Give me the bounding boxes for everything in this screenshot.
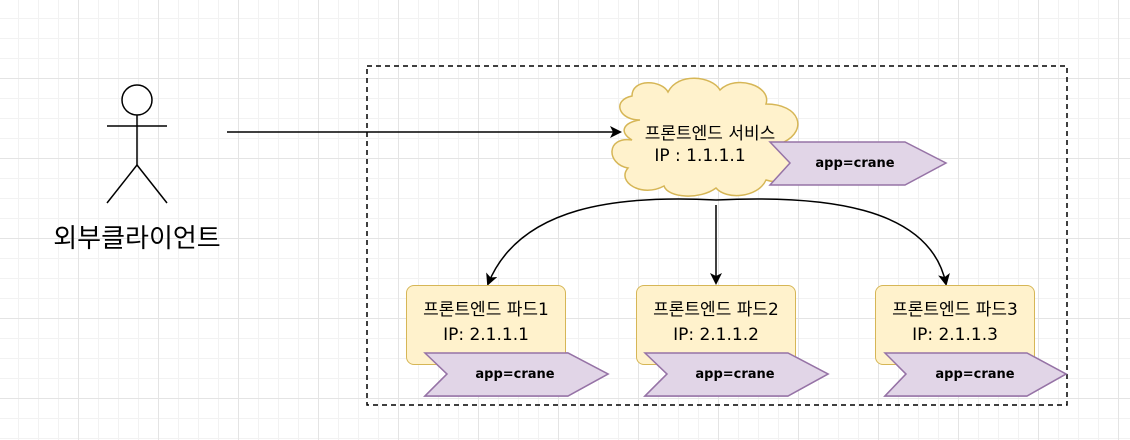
service-name: 프론트엔드 서비스: [644, 124, 776, 144]
pod-2-ip: IP: 2.1.1.2: [673, 325, 759, 345]
pod-2-tag-label: app=crane: [695, 367, 775, 382]
pod-1-tag-label: app=crane: [475, 367, 555, 382]
arrow-service-to-pod-1: [486, 198, 717, 286]
service-tag-shape: [768, 141, 948, 186]
pod-2: 프론트엔드 파드2 IP: 2.1.1.2: [636, 285, 796, 365]
cluster-boundary: [366, 65, 1068, 406]
pod-1: 프론트엔드 파드1 IP: 2.1.1.1: [406, 285, 566, 365]
actor-label: 외부클라이언트: [53, 224, 221, 254]
service-tag-label: app=crane: [815, 156, 895, 171]
pod-3-name: 프론트엔드 파드3: [892, 300, 1018, 320]
pod-3-ip: IP: 2.1.1.3: [912, 325, 998, 345]
pod-3-tag-label: app=crane: [935, 367, 1015, 382]
actor-icon: [106, 84, 168, 204]
pod-1-ip: IP: 2.1.1.1: [443, 325, 529, 345]
pod-2-name: 프론트엔드 파드2: [653, 300, 779, 320]
pod-1-name: 프론트엔드 파드1: [423, 300, 549, 320]
service-ip: IP : 1.1.1.1: [654, 146, 746, 166]
pod-3: 프론트엔드 파드3 IP: 2.1.1.3: [875, 285, 1035, 365]
arrow-service-to-pod-3: [715, 198, 950, 286]
